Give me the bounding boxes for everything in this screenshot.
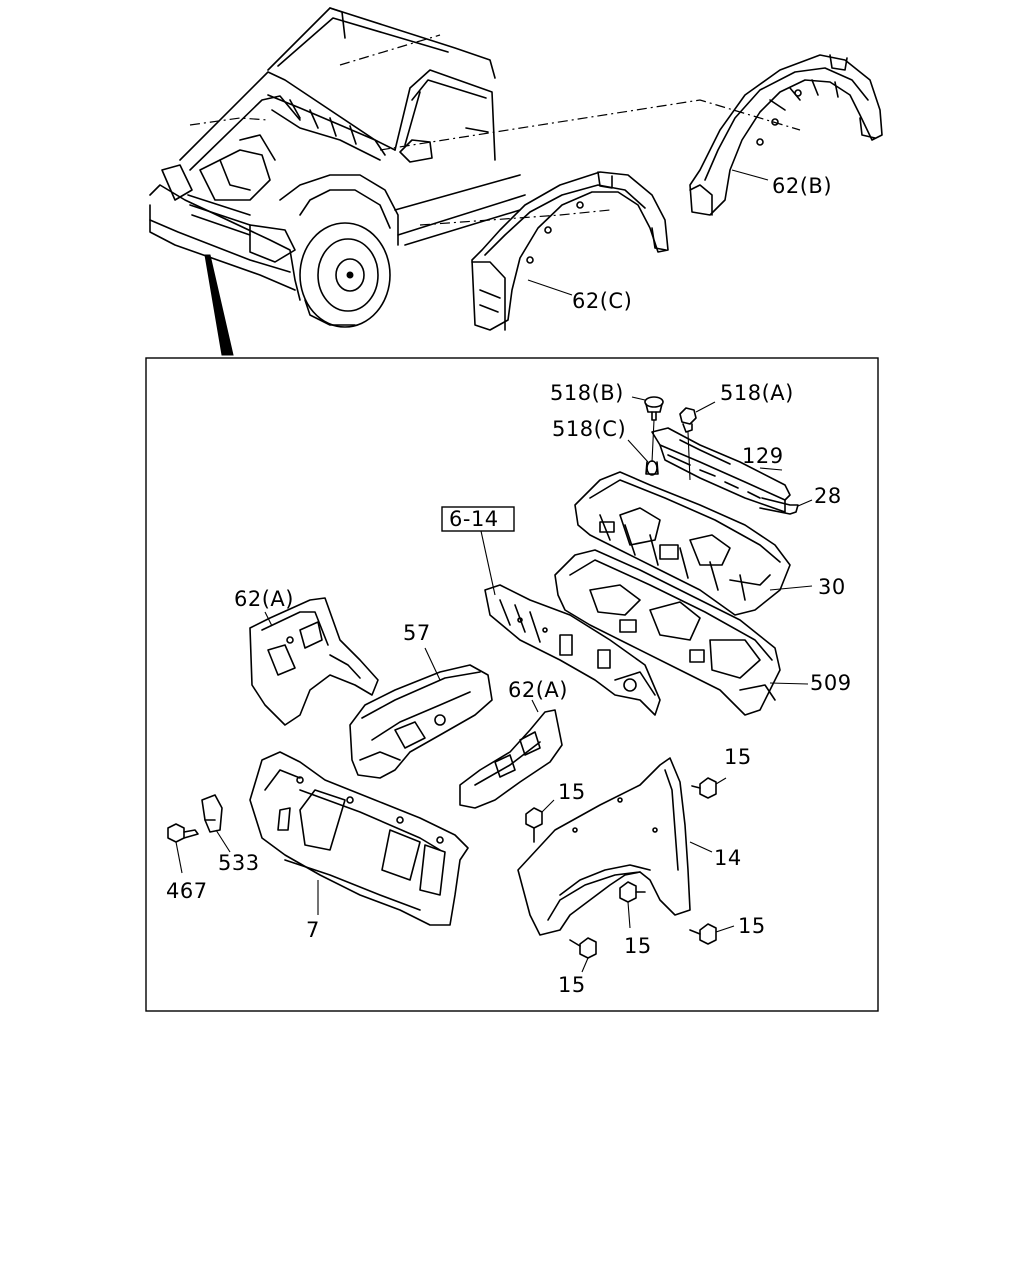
radiator-support-7-illustration <box>249 751 469 926</box>
label-15-a: 15 <box>724 745 752 769</box>
wheel-liner-62C-illustration <box>471 171 669 331</box>
label-62C: 62(C) <box>572 289 632 313</box>
bracket-533-illustration <box>201 794 231 853</box>
label-28: 28 <box>814 484 842 508</box>
ref-6-14-illustration <box>441 506 661 716</box>
ref-6-14-box <box>441 506 515 532</box>
label-533: 533 <box>218 851 260 875</box>
clip-518C-illustration <box>627 439 659 476</box>
label-14: 14 <box>714 846 742 870</box>
label-518C: 518(C) <box>552 417 626 441</box>
label-129: 129 <box>742 444 784 468</box>
label-15-c: 15 <box>738 914 766 938</box>
inner-fender-62A-center-illustration <box>459 699 563 809</box>
clip-518B-illustration <box>631 396 664 463</box>
label-57: 57 <box>403 621 431 645</box>
clip-518A-illustration <box>679 401 716 481</box>
label-509: 509 <box>810 671 852 695</box>
label-467: 467 <box>166 879 208 903</box>
label-15-e: 15 <box>558 973 586 997</box>
label-30: 30 <box>818 575 846 599</box>
bolt-15-c-illustration <box>619 881 646 929</box>
vehicle-overview-illustration <box>149 7 801 356</box>
bolt-15-d-illustration <box>689 923 735 945</box>
dash-lower-509-illustration <box>554 549 809 716</box>
label-62B: 62(B) <box>772 174 832 198</box>
cowl-top-129-illustration <box>651 427 791 513</box>
label-15-d: 15 <box>624 934 652 958</box>
inner-fender-62A-left-illustration <box>249 597 379 726</box>
label-62A-left: 62(A) <box>234 587 294 611</box>
apron-57-illustration <box>349 647 493 779</box>
label-62A-center: 62(A) <box>508 678 568 702</box>
parts-frame <box>145 357 879 1012</box>
label-15-b: 15 <box>558 780 586 804</box>
label-518B: 518(B) <box>550 381 624 405</box>
bolt-467-illustration <box>167 823 199 874</box>
wheel-liner-62B-illustration <box>689 54 883 216</box>
bolt-15-a-illustration <box>691 777 727 799</box>
dash-upper-30-illustration <box>574 471 813 616</box>
bolt-15-e-illustration <box>569 937 597 973</box>
label-6-14: 6-14 <box>449 507 499 531</box>
label-518A: 518(A) <box>720 381 794 405</box>
weatherstrip-28-illustration <box>759 497 813 515</box>
label-7: 7 <box>306 918 320 942</box>
bolt-15-b-illustration <box>525 799 555 843</box>
front-fender-14-illustration <box>517 757 713 936</box>
